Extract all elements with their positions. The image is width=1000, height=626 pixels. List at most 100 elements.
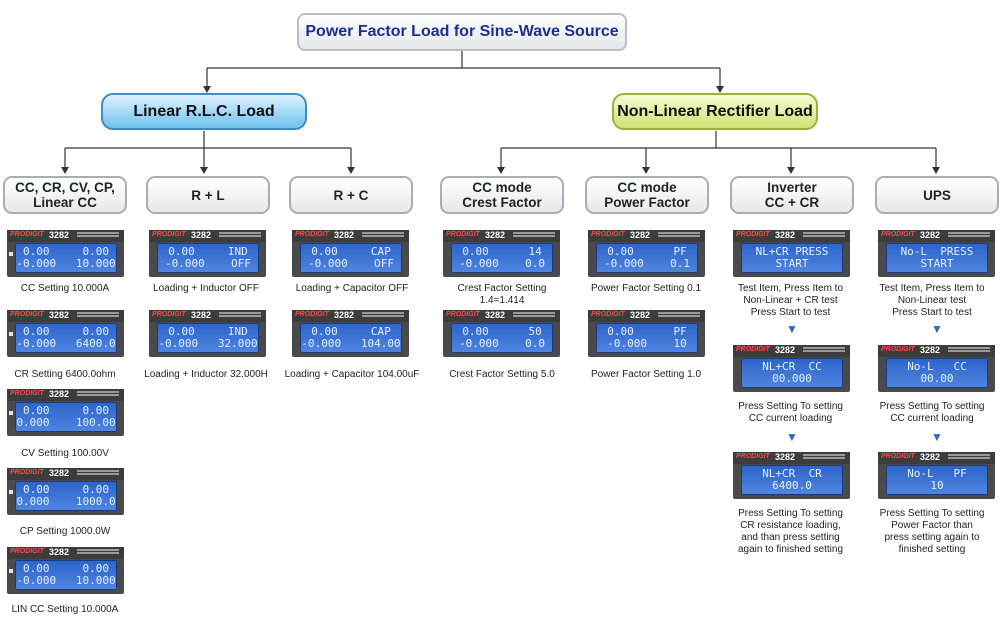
lcd-row-1: 0.00 0.00 — [22, 245, 110, 258]
lcd-row-1: 0.00 IND — [168, 325, 248, 338]
brand-logo: PRODIGIT — [10, 390, 44, 397]
lcd-display-rl-off: PRODIGIT 3282 0.00 IND -0.000 OFF — [149, 230, 266, 277]
lcd-display-ups-pf: PRODIGIT 3282 No-L PF 10 — [878, 452, 995, 499]
model-number: 3282 — [920, 345, 941, 355]
nonlinear-load-title: Non-Linear Rectifier Load — [617, 102, 813, 120]
lcd-row-1: NL+CR CR — [762, 467, 822, 480]
lcd-screen: 0.00 PF -0.000 10 — [596, 323, 698, 353]
model-number: 3282 — [191, 310, 212, 320]
lcd-row-2: -0.000 0.1 — [603, 257, 691, 270]
lcd-label-lines — [948, 232, 990, 234]
lcd-row-1: NL+CR CC — [762, 360, 822, 373]
arrow-down-icon: ▼ — [786, 322, 798, 336]
lcd-label-lines — [513, 312, 555, 314]
lcd-screen: No-L CC 00.00 — [886, 358, 988, 388]
lcd-label-lines — [658, 312, 700, 314]
category-r-c: R + C — [289, 176, 413, 214]
brand-logo: PRODIGIT — [295, 311, 329, 318]
model-number: 3282 — [485, 310, 506, 320]
brand-logo: PRODIGIT — [10, 548, 44, 555]
caption-inverter-cr: Press Setting To setting CR resistance l… — [737, 508, 844, 555]
lcd-label-lines — [658, 232, 700, 234]
lcd-label-lines — [948, 454, 990, 456]
model-number: 3282 — [49, 468, 70, 478]
lcd-row-2: -0.000 OFF — [307, 257, 395, 270]
lcd-screen: NL+CR CR 6400.0 — [741, 465, 843, 495]
lcd-row-1: 0.00 0.00 — [22, 483, 110, 496]
lcd-label-lines — [803, 347, 845, 349]
model-number: 3282 — [49, 310, 70, 320]
lcd-label-lines — [77, 232, 119, 234]
brand-logo: PRODIGIT — [10, 311, 44, 318]
brand-logo: PRODIGIT — [591, 231, 625, 238]
lcd-row-2: -0.000 10 — [607, 337, 687, 350]
lcd-label-lines — [77, 549, 119, 551]
category-power-factor: CC mode Power Factor — [585, 176, 709, 214]
lcd-row-2: 0.000 100.00 — [16, 416, 116, 429]
model-number: 3282 — [630, 310, 651, 320]
model-number: 3282 — [775, 345, 796, 355]
lcd-indicator — [9, 332, 13, 336]
lcd-label-lines — [77, 470, 119, 472]
lcd-row-1: 0.00 CAP — [311, 325, 391, 338]
category-crest-factor: CC mode Crest Factor — [440, 176, 564, 214]
caption-inverter-cc: Press Setting To setting CC current load… — [738, 401, 843, 424]
arrow-down-icon: ▼ — [786, 430, 798, 444]
lcd-screen: NL+CR CC 00.000 — [741, 358, 843, 388]
caption-pf-01: Power Factor Setting 0.1 — [590, 283, 702, 294]
lcd-display-pf-01: PRODIGIT 3282 0.00 PF -0.000 0.1 — [588, 230, 705, 277]
lcd-row-2: -0.000 32.000 — [158, 337, 258, 350]
lcd-display-cr: PRODIGIT 3282 0.00 0.00 -0.000 6400.0 — [7, 310, 124, 357]
brand-logo: PRODIGIT — [736, 231, 770, 238]
linear-load-box: Linear R.L.C. Load — [101, 93, 307, 130]
lcd-display-rc-104: PRODIGIT 3282 0.00 CAP -0.000 104.00 — [292, 310, 409, 357]
lcd-row-1: 0.00 0.00 — [22, 325, 110, 338]
lcd-row-2: -0.000 0.0 — [458, 257, 546, 270]
linear-load-title: Linear R.L.C. Load — [133, 102, 275, 120]
lcd-display-rc-off: PRODIGIT 3282 0.00 CAP -0.000 OFF — [292, 230, 409, 277]
caption-crest-1414: Crest Factor Setting 1.4=1.414 — [457, 283, 547, 306]
lcd-label-lines — [219, 312, 261, 314]
lcd-screen: No-L PRESS START — [886, 243, 988, 273]
lcd-label-lines — [219, 232, 261, 234]
lcd-screen: 0.00 0.00 -0.000 6400.0 — [15, 323, 117, 353]
lcd-display-ups-cc: PRODIGIT 3282 No-L CC 00.00 — [878, 345, 995, 392]
model-number: 3282 — [485, 230, 506, 240]
lcd-row-1: 0.00 14 — [462, 245, 542, 258]
lcd-display-cp: PRODIGIT 3282 0.00 0.00 0.000 1000.0 — [7, 468, 124, 515]
lcd-row-1: 0.00 PF — [607, 245, 687, 258]
lcd-display-cc: PRODIGIT 3282 0.00 0.00 -0.000 10.000 — [7, 230, 124, 277]
lcd-indicator — [9, 569, 13, 573]
root-title: Power Factor Load for Sine-Wave Source — [305, 23, 619, 40]
category-ups: UPS — [875, 176, 999, 214]
lcd-screen: 0.00 CAP -0.000 OFF — [300, 243, 402, 273]
lcd-row-2: -0.000 10.000 — [16, 574, 116, 587]
lcd-row-2: -0.000 0.0 — [458, 337, 546, 350]
lcd-row-1: 0.00 IND — [168, 245, 248, 258]
brand-logo: PRODIGIT — [10, 469, 44, 476]
lcd-row-1: 0.00 PF — [607, 325, 687, 338]
lcd-row-2: 0.000 1000.0 — [16, 495, 116, 508]
model-number: 3282 — [775, 452, 796, 462]
lcd-display-inverter-start: PRODIGIT 3282 NL+CR PRESS START — [733, 230, 850, 277]
lcd-row-2: 00.000 — [772, 372, 812, 385]
lcd-label-lines — [77, 312, 119, 314]
brand-logo: PRODIGIT — [446, 311, 480, 318]
lcd-indicator — [9, 490, 13, 494]
brand-logo: PRODIGIT — [881, 453, 915, 460]
lcd-label-lines — [948, 347, 990, 349]
caption-rc-104: Loading + Capacitor 104.00uF — [284, 369, 420, 380]
arrow-down-icon: ▼ — [931, 322, 943, 336]
caption-rl-32: Loading + Inductor 32.000H — [144, 369, 268, 380]
lcd-display-cv: PRODIGIT 3282 0.00 0.00 0.000 100.00 — [7, 389, 124, 436]
caption-rc-off: Loading + Capacitor OFF — [295, 283, 409, 294]
lcd-label-lines — [362, 312, 404, 314]
lcd-row-2: -0.000 10.000 — [16, 257, 116, 270]
lcd-screen: 0.00 14 -0.000 0.0 — [451, 243, 553, 273]
lcd-screen: 0.00 0.00 -0.000 10.000 — [15, 243, 117, 273]
category-inverter: Inverter CC + CR — [730, 176, 854, 214]
model-number: 3282 — [49, 389, 70, 399]
lcd-indicator — [9, 411, 13, 415]
lcd-display-crest-1414: PRODIGIT 3282 0.00 14 -0.000 0.0 — [443, 230, 560, 277]
lcd-screen: 0.00 CAP -0.000 104.00 — [300, 323, 402, 353]
